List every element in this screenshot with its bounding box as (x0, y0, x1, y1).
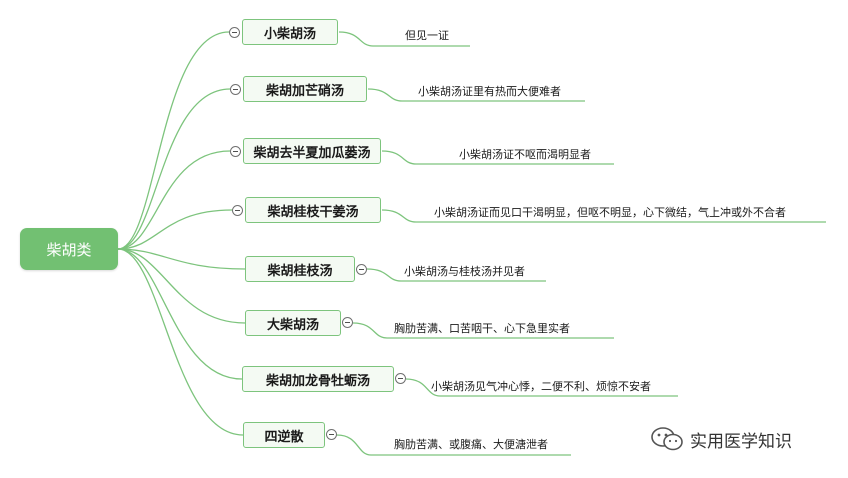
root-node-label: 柴胡类 (46, 240, 92, 259)
collapse-toggle-icon[interactable] (395, 373, 406, 384)
connector-line-8 (117, 248, 244, 436)
branch-note-6: 胸肋苦满、口苦咽干、心下急里实者 (394, 322, 570, 335)
note-underline-8 (336, 434, 571, 456)
branch-node-1[interactable]: 小柴胡汤 (242, 19, 338, 45)
branch-node-8[interactable]: 四逆散 (243, 422, 325, 448)
branch-node-label: 柴胡加芒硝汤 (265, 83, 344, 99)
collapse-toggle-icon[interactable] (342, 317, 353, 328)
branch-node-7[interactable]: 柴胡加龙骨牡蛎汤 (242, 366, 394, 392)
connector-line-7 (117, 248, 243, 380)
branch-node-5[interactable]: 柴胡桂枝汤 (245, 256, 355, 282)
connector-line-4 (117, 209, 233, 250)
collapse-toggle-icon[interactable] (356, 264, 367, 275)
branch-note-8: 胸肋苦满、或腹痛、大便溏泄者 (394, 438, 548, 451)
wechat-icon (651, 427, 683, 451)
branch-node-4[interactable]: 柴胡桂枝干姜汤 (245, 197, 381, 223)
connector-line-2 (117, 88, 231, 250)
branch-node-label: 大柴胡汤 (266, 317, 319, 333)
collapse-toggle-icon[interactable] (326, 429, 337, 440)
note-underline-1 (338, 31, 470, 47)
note-underline-6 (352, 322, 614, 339)
branch-node-6[interactable]: 大柴胡汤 (245, 310, 341, 336)
branch-note-2: 小柴胡汤证里有热而大便难者 (418, 85, 561, 98)
note-underline-4 (381, 209, 826, 223)
watermark-text: 实用医学知识 (690, 431, 792, 452)
connector-line-5 (117, 248, 246, 270)
watermark: 实用医学知识 (650, 426, 792, 452)
connector-line-3 (117, 150, 231, 250)
note-underline-7 (405, 378, 678, 397)
branch-node-label: 柴胡桂枝汤 (267, 263, 333, 279)
root-node[interactable]: 柴胡类 (20, 228, 118, 270)
branch-note-1: 但见一证 (405, 29, 449, 42)
connector-line-6 (117, 248, 246, 324)
branch-node-2[interactable]: 柴胡加芒硝汤 (243, 76, 367, 102)
branch-node-label: 柴胡去半夏加瓜蒌汤 (253, 145, 371, 161)
collapse-toggle-icon[interactable] (229, 27, 240, 38)
note-underline-2 (367, 88, 585, 102)
branch-note-7: 小柴胡汤见气冲心悸，二便不利、烦惊不安者 (431, 380, 651, 393)
branch-note-5: 小柴胡汤与桂枝汤并见者 (404, 265, 525, 278)
branch-node-label: 柴胡桂枝干姜汤 (267, 204, 359, 220)
note-underline-3 (381, 150, 614, 165)
branch-node-label: 小柴胡汤 (263, 26, 316, 42)
collapse-toggle-icon[interactable] (230, 146, 241, 157)
branch-node-label: 柴胡加龙骨牡蛎汤 (265, 373, 370, 389)
note-underline-5 (366, 268, 546, 282)
connector-line-1 (117, 31, 230, 250)
branch-node-3[interactable]: 柴胡去半夏加瓜蒌汤 (243, 138, 381, 164)
branch-node-label: 四逆散 (264, 429, 304, 445)
branch-note-3: 小柴胡汤证不呕而渴明显者 (459, 148, 591, 161)
collapse-toggle-icon[interactable] (230, 84, 241, 95)
collapse-toggle-icon[interactable] (232, 205, 243, 216)
branch-note-4: 小柴胡汤证而见口干渴明显，但呕不明显，心下微结，气上冲或外不合者 (434, 206, 786, 219)
